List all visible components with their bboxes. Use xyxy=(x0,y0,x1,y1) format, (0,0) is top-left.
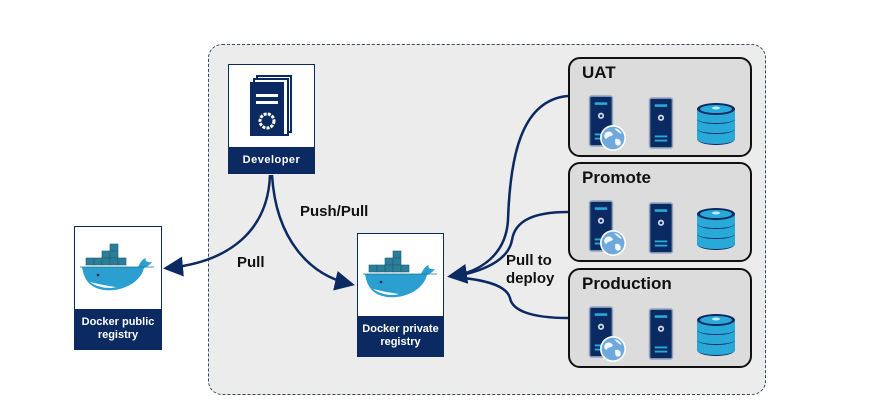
environment-title: Promote xyxy=(582,168,651,187)
developer-label: Developer xyxy=(229,147,314,173)
database-icon xyxy=(697,103,735,145)
globe-icon xyxy=(600,336,626,362)
server-icon xyxy=(648,308,674,360)
edge-promote-to-private xyxy=(451,210,569,279)
edge-developer-to-private xyxy=(270,174,355,291)
environment-title: Production xyxy=(582,274,672,293)
edge-uat-to-private xyxy=(447,94,569,284)
edge-production-to-private xyxy=(451,275,569,320)
pull-to-deploy-line2: deploy xyxy=(506,270,555,287)
globe-icon xyxy=(600,230,626,256)
docker-whale-icon xyxy=(80,243,155,291)
pull-label: Pull xyxy=(237,254,265,271)
pull-to-deploy-label: Pull to deploy xyxy=(506,252,554,288)
globe-icon xyxy=(600,125,626,151)
server-icon xyxy=(648,202,674,254)
edge-developer-to-public xyxy=(163,174,272,277)
pull-to-deploy-line1: Pull to xyxy=(506,252,552,269)
developer-node: Developer xyxy=(228,64,315,174)
document-stack-icon xyxy=(249,75,292,136)
docker-public-registry-node: Docker public registry xyxy=(74,226,162,350)
public-registry-label: Docker public registry xyxy=(75,309,161,349)
docker-whale-icon xyxy=(362,250,437,298)
server-icon xyxy=(648,97,674,149)
environment-title: UAT xyxy=(582,63,616,82)
private-registry-label: Docker private registry xyxy=(358,316,443,356)
environment-uat: UAT xyxy=(568,57,752,157)
push-pull-label: Push/Pull xyxy=(300,203,369,220)
docker-private-registry-node: Docker private registry xyxy=(357,233,444,357)
environment-promote: Promote xyxy=(568,162,752,262)
database-icon xyxy=(697,314,735,356)
environment-production: Production xyxy=(568,268,752,368)
database-icon xyxy=(697,208,735,250)
